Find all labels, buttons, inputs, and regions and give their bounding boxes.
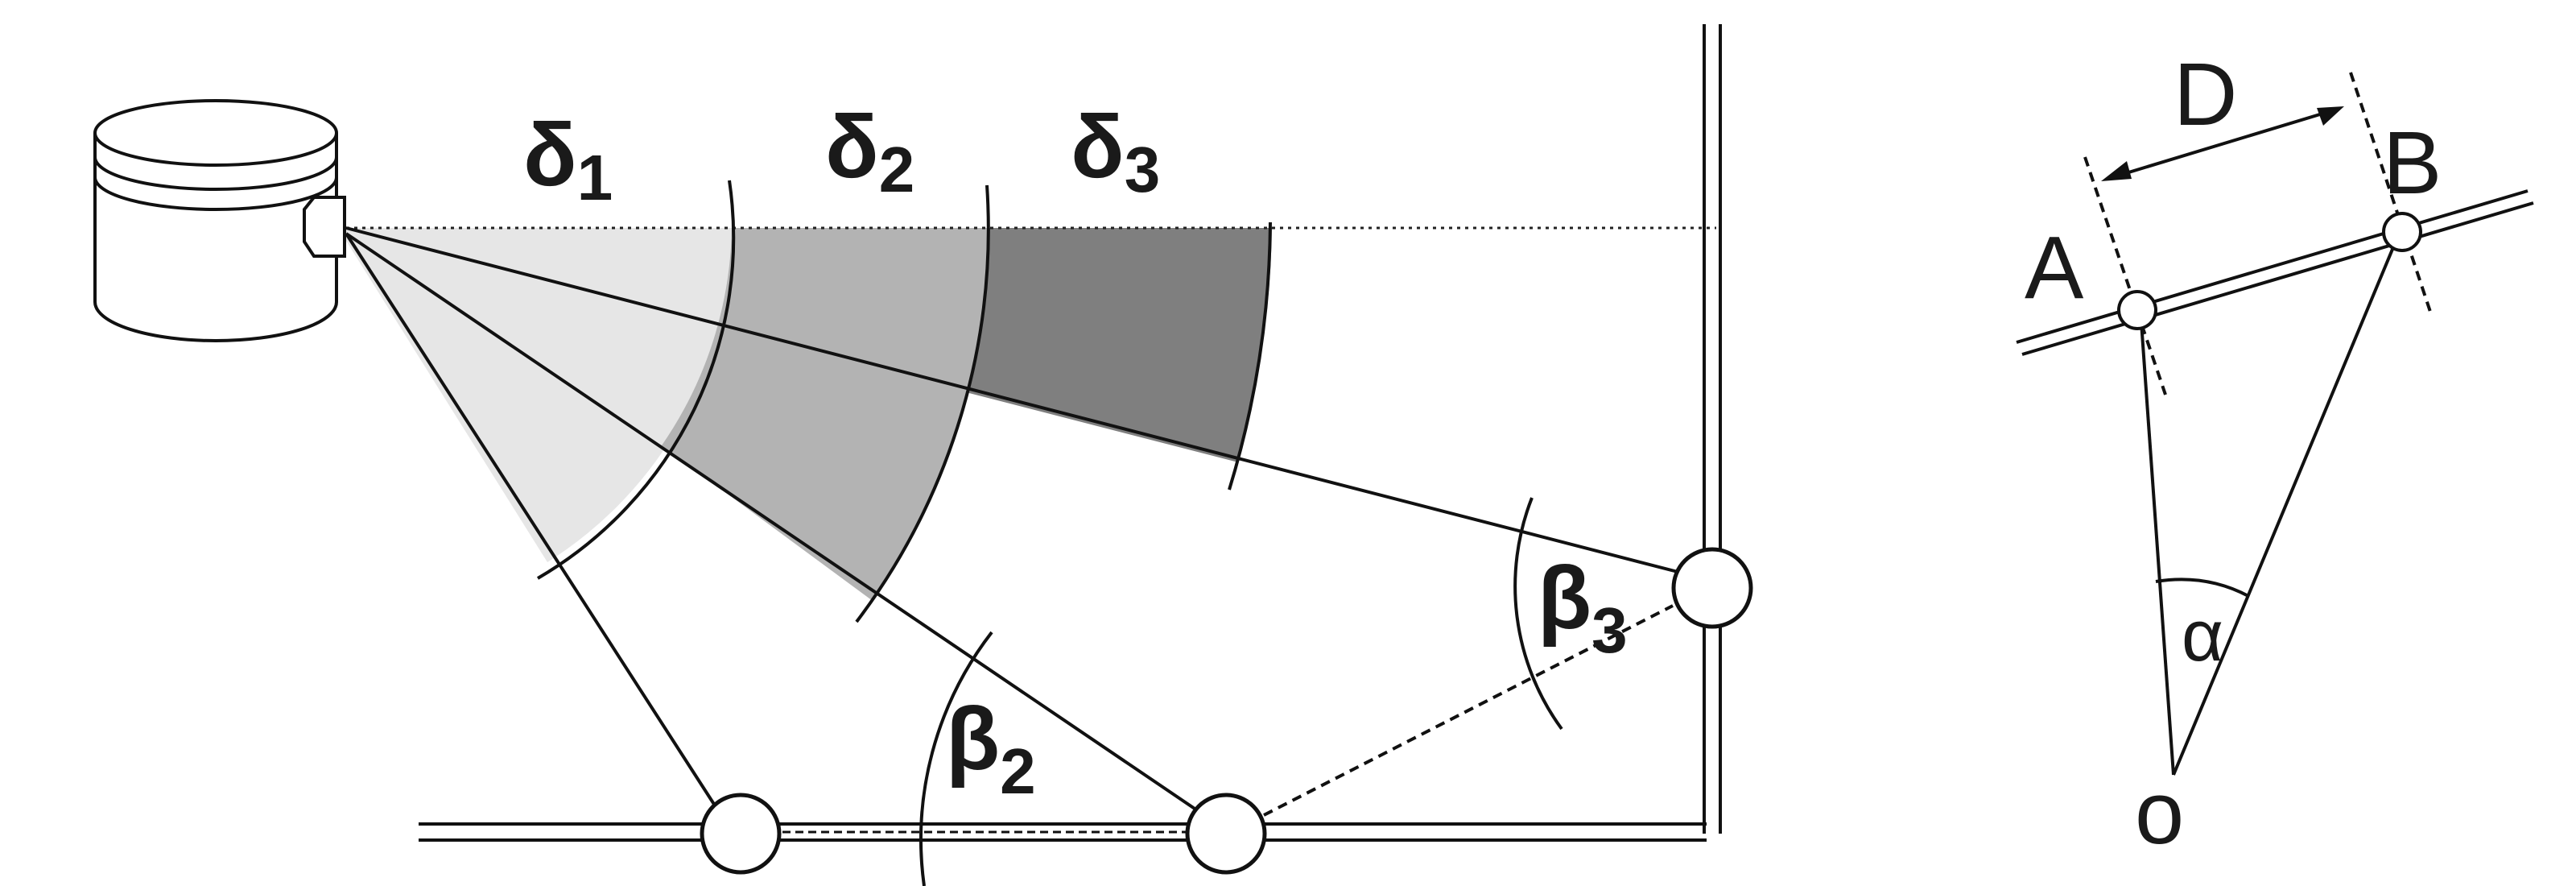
ray-to-bottom-middle-node (345, 232, 1201, 814)
sensor-lens-icon (303, 196, 346, 258)
wall-rail (1703, 24, 1722, 834)
right-diagram: D A B o α (2016, 45, 2534, 863)
ray-origin-to-a (2140, 321, 2175, 776)
point-a-label: A (2025, 218, 2084, 317)
delta-1-label: δ1 (523, 106, 613, 213)
point-b-label: B (2383, 114, 2442, 213)
beta-3-label: β3 (1538, 549, 1628, 666)
point-b-dashed-marker (2349, 72, 2433, 315)
zone-1-fill (338, 228, 733, 562)
scanner-device-icon (93, 99, 346, 342)
distance-label: D (2174, 45, 2237, 144)
ray-to-right-node (345, 226, 1685, 575)
bottom-middle-node (1185, 793, 1267, 875)
point-a-dashed-marker (2083, 156, 2167, 395)
point-b (2382, 212, 2422, 252)
point-a (2117, 290, 2157, 330)
delta-2-label: δ2 (825, 97, 914, 205)
range-arc-2 (855, 184, 990, 623)
beta-2-arc (919, 631, 993, 886)
floor-rail (419, 822, 1707, 842)
range-arc-3 (1228, 222, 1272, 491)
range-arc-1 (536, 180, 736, 580)
ray-origin-to-b (2172, 237, 2399, 776)
ray-to-bottom-left-node (345, 232, 716, 807)
bottom-left-node (700, 793, 782, 875)
left-diagram: δ1 δ2 δ3 β2 β3 (93, 24, 1753, 886)
right-node (1671, 547, 1753, 629)
origin-label: o (2135, 764, 2184, 863)
beta-2-label: β2 (946, 689, 1036, 807)
alpha-arc (2155, 578, 2249, 598)
zone-3-fill (966, 228, 1272, 462)
delta-3-label: δ3 (1071, 97, 1160, 205)
beta-3-arc (1513, 497, 1563, 731)
distance-arrow (2101, 106, 2344, 181)
zone-2-fill (662, 228, 990, 601)
node-connector-dashed (1263, 604, 1674, 817)
alpha-label: α (2182, 596, 2223, 677)
